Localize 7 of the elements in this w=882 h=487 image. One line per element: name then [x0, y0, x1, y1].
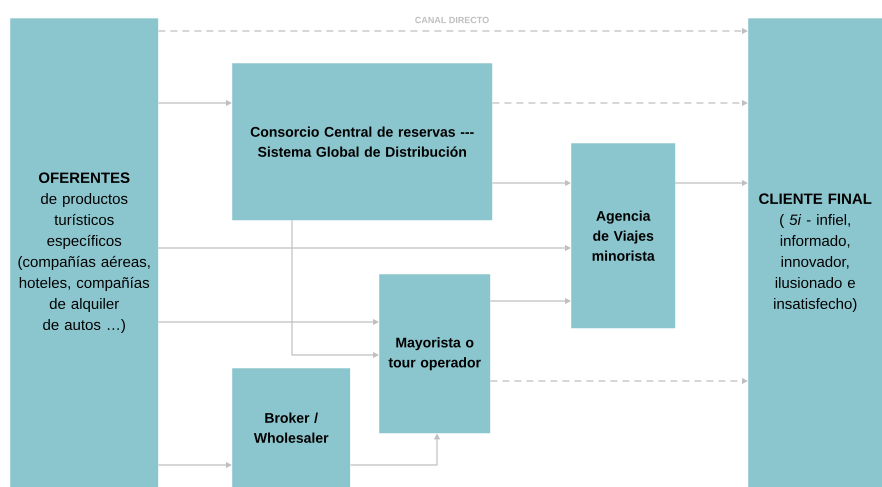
process-box: Broker / Wholesaler: [232, 368, 350, 487]
edge-label: CANAL DIRECTO: [414, 16, 490, 24]
process-box: Consorcio Central de reservas --- Sistema Global de Distribución: [232, 63, 492, 220]
process-box: Agencia de Viajes minorista: [571, 143, 676, 328]
process-box: OFERENTES de productos turísticos específicos (compañías aéreas, hoteles, compañías de alquiler de autos …): [10, 18, 158, 487]
process-box: CLIENTE FINAL ( 5i - infiel, informado, innovador, ilusionado e insatisfecho): [748, 18, 882, 487]
process-box: Mayorista o tour operador: [379, 274, 490, 434]
